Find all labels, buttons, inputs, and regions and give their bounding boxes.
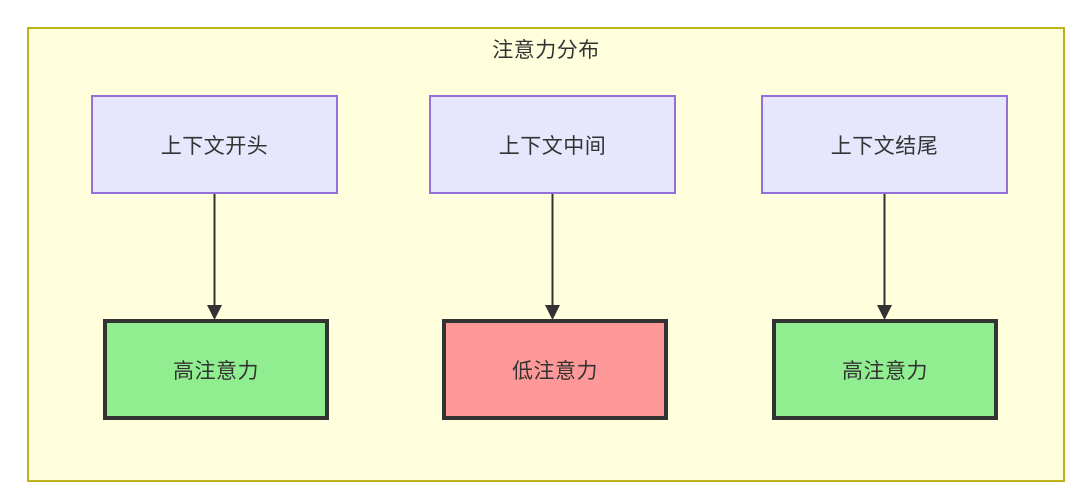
attention-distribution-subgraph: 注意力分布 上下文开头 上下文中间 上下文结尾 高注意力 低注意力 高注意力 [27, 27, 1065, 482]
diagram-title: 注意力分布 [492, 39, 600, 62]
edge-context-end-to-attention-end [877, 194, 892, 320]
node-context-middle[interactable]: 上下文中间 [429, 95, 676, 194]
edge-context-start-to-attention-start [207, 194, 222, 320]
node-context-start[interactable]: 上下文开头 [91, 95, 338, 194]
node-attention-middle[interactable]: 低注意力 [442, 319, 668, 420]
node-attention-end[interactable]: 高注意力 [772, 319, 998, 420]
edge-context-middle-to-attention-middle [545, 194, 560, 320]
node-attention-start[interactable]: 高注意力 [103, 319, 329, 420]
node-context-end[interactable]: 上下文结尾 [761, 95, 1008, 194]
